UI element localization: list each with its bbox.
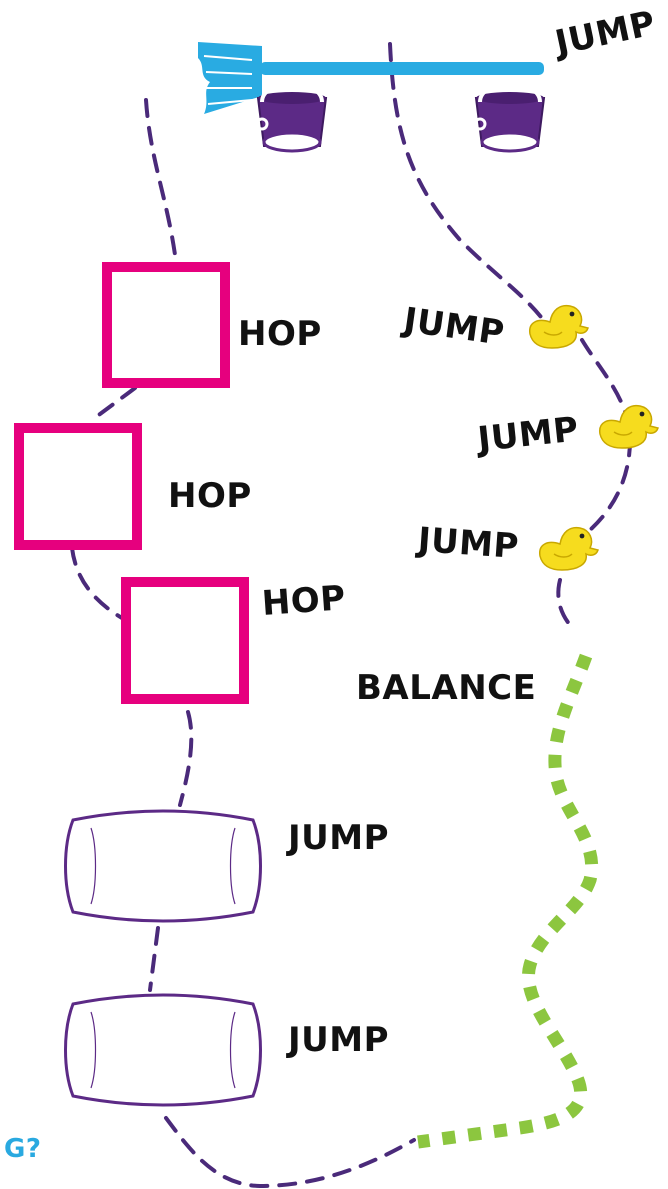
hop-label-3: HOP	[260, 578, 347, 624]
jump-pillow-label-1: JUMP	[288, 818, 390, 858]
dashed-path-segment	[178, 710, 194, 807]
dashed-path-segment	[164, 1116, 416, 1189]
hop-square	[102, 262, 230, 388]
jump-duck-label-3: JUMP	[416, 520, 521, 567]
balance-beam-path	[417, 653, 599, 1149]
dashed-path	[70, 42, 633, 1189]
balance-label: BALANCE	[356, 668, 537, 708]
bucket-icon	[255, 82, 328, 153]
dashed-path-segment	[144, 98, 178, 264]
rubber-duck-icon	[598, 404, 659, 449]
rubber-duck-icon	[538, 526, 599, 571]
pillow-icon	[64, 809, 262, 923]
hop-square	[121, 577, 249, 704]
dashed-path-segment	[70, 546, 124, 620]
dashed-path-segment	[556, 578, 572, 627]
pillow-icon	[64, 993, 262, 1107]
hop-label-1: HOP	[238, 314, 322, 354]
jump-pillow-label-2: JUMP	[288, 1020, 390, 1060]
continuation-text: G?	[4, 1134, 42, 1164]
dashed-path-segment	[388, 42, 554, 334]
hop-label-2: HOP	[168, 476, 252, 516]
dashed-path-segment	[148, 926, 160, 992]
dashed-path-segment	[90, 386, 137, 422]
hop-square	[14, 423, 142, 550]
bucket-icon	[473, 82, 546, 153]
broom-icon	[198, 42, 544, 114]
